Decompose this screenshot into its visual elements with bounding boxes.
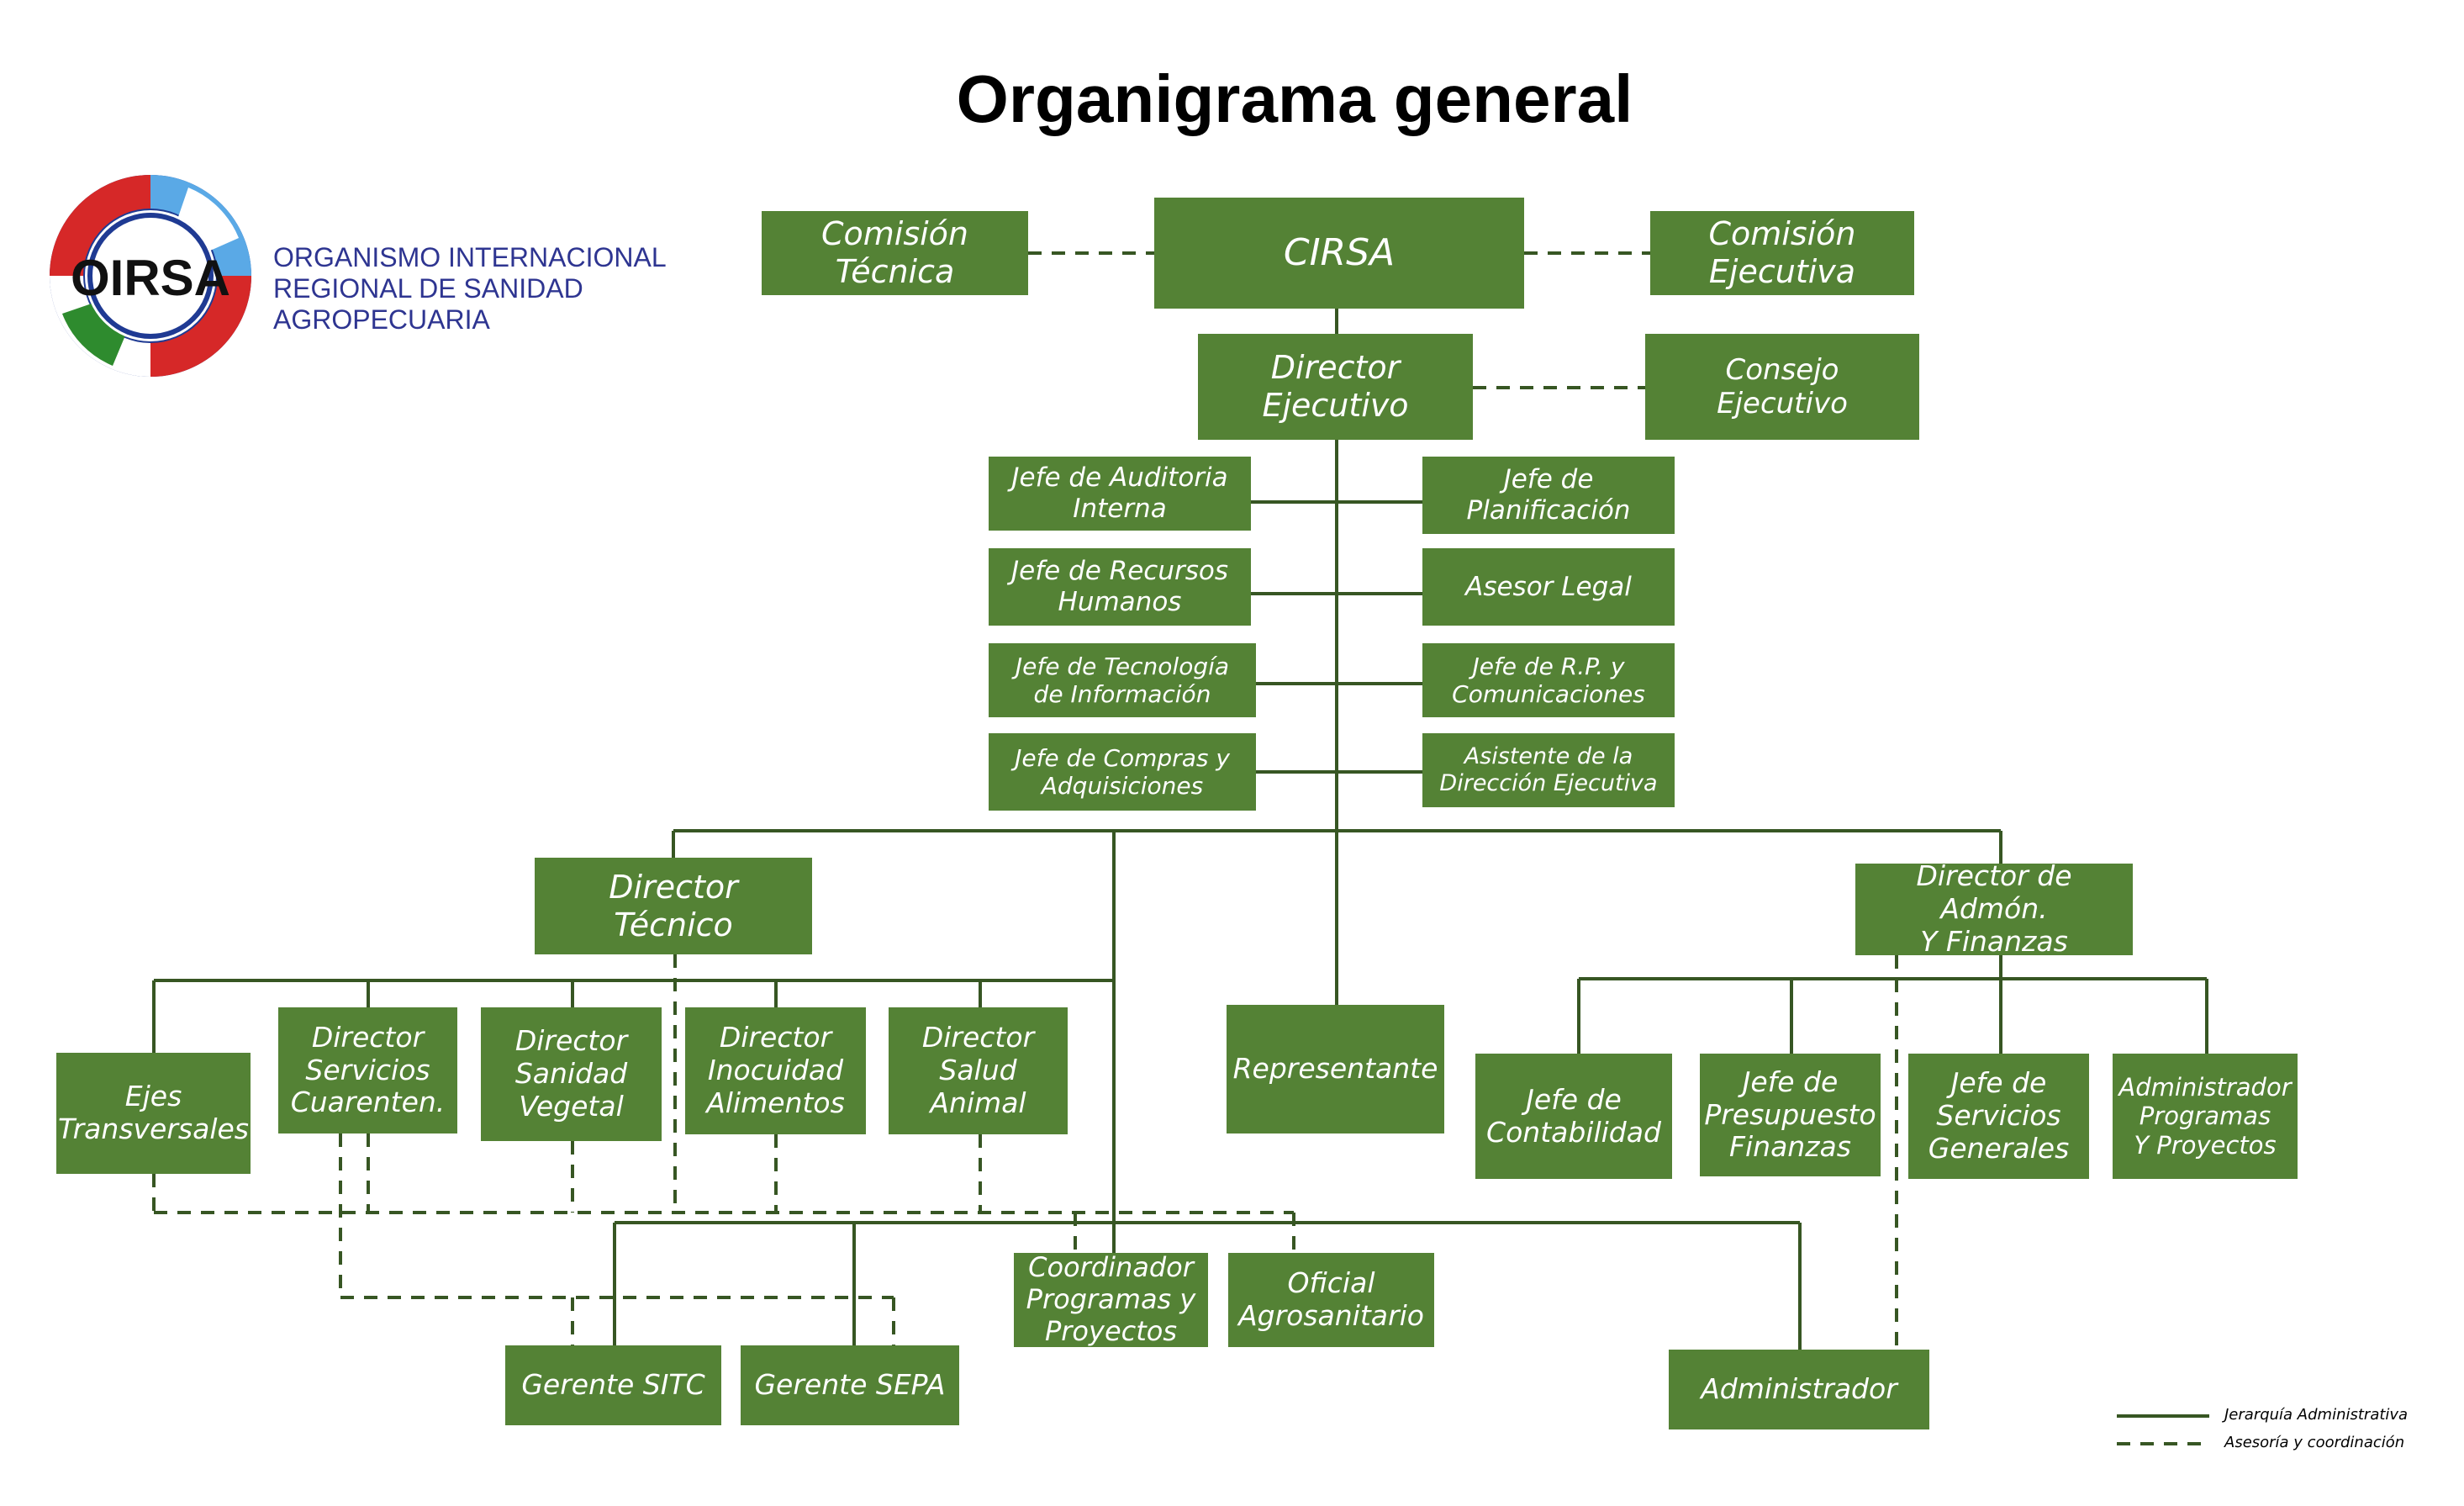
consejo-ejecutivo-box: Consejo Ejecutivo xyxy=(1645,334,1919,440)
asistente-direccion-box: Asistente de la Dirección Ejecutiva xyxy=(1422,733,1675,807)
director-admon-box: Director de Admón. Y Finanzas xyxy=(1855,859,2133,958)
jefe-compras-box: Jefe de Compras y Adquisiciones xyxy=(989,733,1256,811)
director-cuarentena-box: Director Servicios Cuarenten. xyxy=(278,1007,457,1133)
oficial-agrosanitario-box: Oficial Agrosanitario xyxy=(1228,1253,1434,1347)
legend-dashed-label: Asesoría y coordinación xyxy=(2224,1434,2405,1451)
director-sanidad-vegetal-box: Director Sanidad Vegetal xyxy=(481,1007,662,1141)
coordinador-programas-box: Coordinador Programas y Proyectos xyxy=(1014,1251,1208,1347)
jefe-planificacion-box: Jefe de Planificación xyxy=(1422,457,1675,534)
comision-tecnica-box: Comisión Técnica xyxy=(762,211,1028,295)
jefe-presupuesto-box: Jefe de Presupuesto Finanzas xyxy=(1700,1054,1881,1176)
director-salud-animal-box: Director Salud Animal xyxy=(889,1007,1068,1134)
cirsa-box: CIRSA xyxy=(1154,198,1524,309)
organization-name: ORGANISMO INTERNACIONAL REGIONAL DE SANI… xyxy=(273,242,667,335)
director-inocuidad-box: Director Inocuidad Alimentos xyxy=(685,1007,866,1134)
legend-solid-line xyxy=(2117,1414,2209,1418)
jefe-rrhh-box: Jefe de Recursos Humanos xyxy=(989,548,1251,626)
jefe-rp-box: Jefe de R.P. y Comunicaciones xyxy=(1422,643,1675,717)
director-ejecutivo-box: Director Ejecutivo xyxy=(1198,334,1473,440)
jefe-auditoria-box: Jefe de Auditoria Interna xyxy=(989,457,1251,531)
ejes-transversales-box: Ejes Transversales xyxy=(56,1053,251,1174)
gerente-sitc-box: Gerente SITC xyxy=(505,1345,721,1425)
svg-text:OIRSA: OIRSA xyxy=(71,250,230,306)
jefe-servicios-generales-box: Jefe de Servicios Generales xyxy=(1908,1054,2089,1179)
legend-solid-label: Jerarquía Administrativa xyxy=(2224,1406,2409,1424)
legend-dashed-line xyxy=(2117,1442,2209,1445)
jefe-contabilidad-box: Jefe de Contabilidad xyxy=(1475,1054,1672,1179)
director-tecnico-box: Director Técnico xyxy=(535,858,812,954)
asesor-legal-box: Asesor Legal xyxy=(1422,548,1675,626)
representante-box: Representante xyxy=(1227,1005,1444,1133)
gerente-sepa-box: Gerente SEPA xyxy=(741,1345,959,1425)
jefe-ti-box: Jefe de Tecnología de Información xyxy=(989,643,1256,717)
oirsa-logo: OIRSA xyxy=(50,175,251,377)
administrador-box: Administrador xyxy=(1669,1350,1929,1429)
comision-ejecutiva-box: Comisión Ejecutiva xyxy=(1650,211,1914,295)
administrador-programas-box: Administrador Programas Y Proyectos xyxy=(2113,1054,2298,1179)
page-title: Organigrama general xyxy=(956,61,1633,136)
